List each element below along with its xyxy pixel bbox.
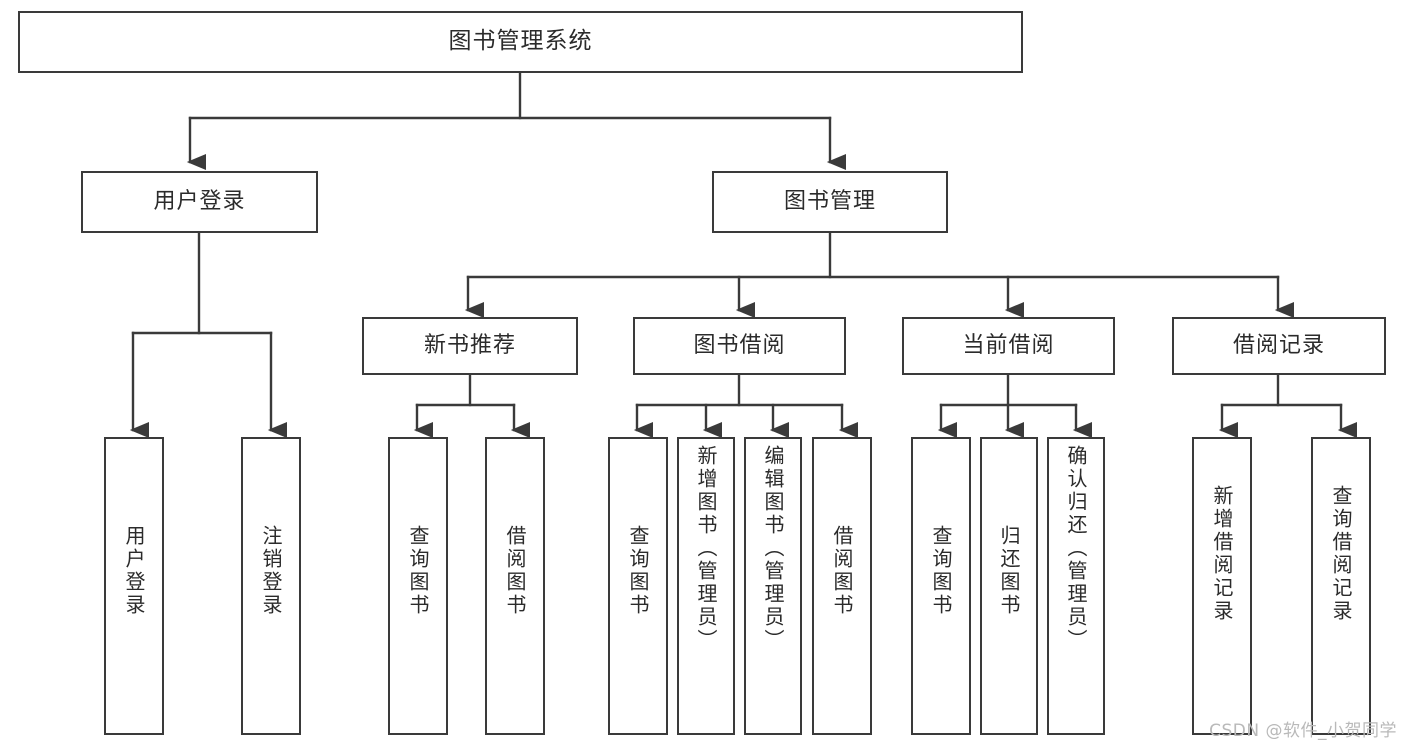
node-label: 查询借阅记录 [1329, 485, 1353, 623]
node-label: 新增借阅记录 [1210, 485, 1234, 623]
leaf-logout-login[interactable]: 注销登录 [241, 437, 301, 735]
node-user-login[interactable]: 用户登录 [81, 171, 318, 233]
leaf-edit-book-admin[interactable]: 编辑图书（管理员） [744, 437, 802, 735]
node-label: 借阅记录 [1232, 333, 1325, 359]
node-label: 当前借阅 [962, 333, 1055, 359]
node-current-borrow[interactable]: 当前借阅 [902, 317, 1115, 375]
node-label: 借阅图书 [503, 525, 527, 617]
node-label: 图书管理 [783, 189, 876, 215]
leaf-borrow-book-1[interactable]: 借阅图书 [485, 437, 545, 735]
node-book-manage[interactable]: 图书管理 [712, 171, 948, 233]
node-label: 新书推荐 [423, 333, 516, 359]
node-book-management-system[interactable]: 图书管理系统 [18, 11, 1023, 73]
node-label: 编辑图书（管理员） [761, 445, 785, 652]
leaf-add-borrow-record[interactable]: 新增借阅记录 [1192, 437, 1252, 735]
leaf-query-book-3[interactable]: 查询图书 [911, 437, 971, 735]
node-label: 查询图书 [626, 525, 650, 617]
leaf-user-login[interactable]: 用户登录 [104, 437, 164, 735]
leaf-query-book-2[interactable]: 查询图书 [608, 437, 668, 735]
node-label: 用户登录 [153, 189, 246, 215]
node-label: 图书管理系统 [448, 28, 593, 55]
node-label: 注销登录 [259, 525, 283, 617]
node-label: 借阅图书 [830, 525, 854, 617]
node-borrow-record[interactable]: 借阅记录 [1172, 317, 1386, 375]
node-label: 查询图书 [929, 525, 953, 617]
node-new-book-recommend[interactable]: 新书推荐 [362, 317, 578, 375]
leaf-query-book-1[interactable]: 查询图书 [388, 437, 448, 735]
leaf-return-book[interactable]: 归还图书 [980, 437, 1038, 735]
node-book-borrow[interactable]: 图书借阅 [633, 317, 846, 375]
node-label: 新增图书（管理员） [694, 445, 718, 652]
leaf-add-book-admin[interactable]: 新增图书（管理员） [677, 437, 735, 735]
node-label: 确认归还（管理员） [1064, 445, 1088, 652]
leaf-confirm-return-admin[interactable]: 确认归还（管理员） [1047, 437, 1105, 735]
leaf-borrow-book-2[interactable]: 借阅图书 [812, 437, 872, 735]
leaf-query-borrow-record[interactable]: 查询借阅记录 [1311, 437, 1371, 735]
node-label: 查询图书 [406, 525, 430, 617]
node-label: 归还图书 [997, 525, 1021, 617]
node-label: 用户登录 [122, 525, 146, 617]
node-label: 图书借阅 [693, 333, 786, 359]
